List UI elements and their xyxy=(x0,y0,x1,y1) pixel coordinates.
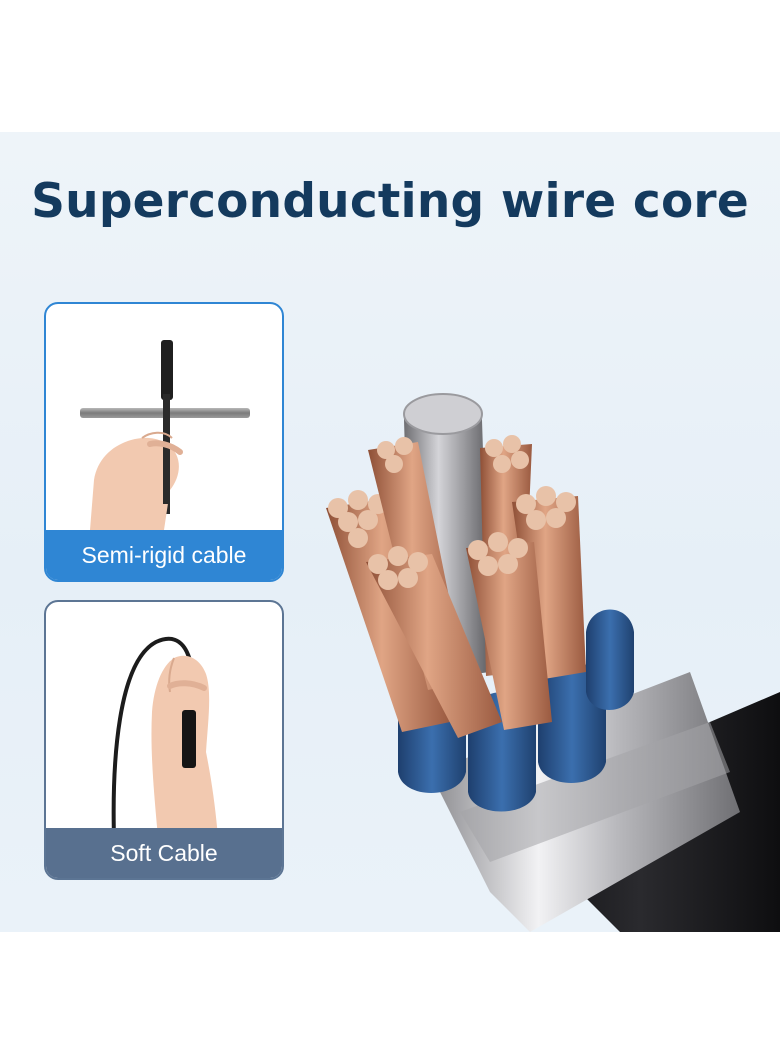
soft-cable-card: Soft Cable xyxy=(44,600,284,880)
semi-rigid-cable-card: Semi-rigid cable xyxy=(44,302,284,582)
hand-shape xyxy=(90,437,179,530)
braided-layer xyxy=(460,722,730,862)
probe-head xyxy=(161,340,173,400)
probe-head xyxy=(182,710,196,768)
product-panel: Superconducting wire core Semi-rigid cab… xyxy=(0,132,780,932)
headline: Superconducting wire core xyxy=(31,174,749,229)
semi-rigid-caption: Semi-rigid cable xyxy=(46,530,282,580)
semi-rigid-cable-illustration xyxy=(80,340,250,530)
soft-cable-illustration xyxy=(111,636,218,828)
soft-cable-caption: Soft Cable xyxy=(46,828,282,878)
cable-core-illustration xyxy=(326,393,780,932)
